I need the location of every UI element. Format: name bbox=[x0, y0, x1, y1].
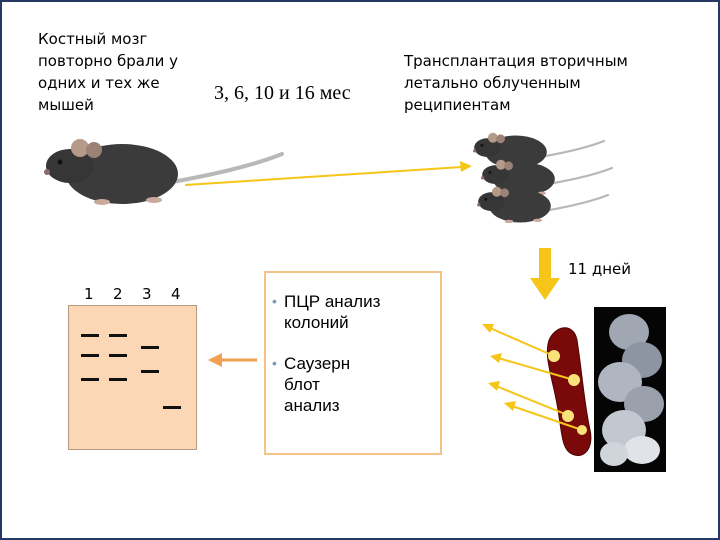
lane-label: 3 bbox=[142, 285, 152, 303]
colony-image-icon bbox=[594, 307, 666, 472]
method-line: ПЦР анализ bbox=[284, 292, 381, 311]
right-note-line: Трансплантация вторичным bbox=[404, 52, 628, 70]
method-line: Саузерн bbox=[284, 354, 351, 373]
gel-band bbox=[109, 334, 127, 337]
transfer-arrow bbox=[184, 161, 472, 186]
days-label: 11 дней bbox=[568, 260, 632, 278]
method-item: • Саузерн блот анализ bbox=[272, 353, 351, 416]
gel-panel bbox=[68, 305, 197, 450]
sample-arrows bbox=[482, 324, 587, 435]
result-arrow bbox=[208, 353, 257, 367]
left-note-line: мышей bbox=[38, 96, 94, 114]
lane-label: 1 bbox=[84, 285, 94, 303]
left-note: Костный мозг повторно брали у одних и те… bbox=[38, 28, 178, 116]
right-note: Трансплантация вторичным летально облуче… bbox=[404, 50, 628, 116]
bullet-icon: • bbox=[272, 293, 277, 309]
gel-band bbox=[109, 378, 127, 381]
down-arrow bbox=[530, 248, 560, 300]
right-note-line: реципиентам bbox=[404, 96, 511, 114]
left-note-line: повторно брали у bbox=[38, 52, 178, 70]
method-line: колоний bbox=[284, 313, 349, 332]
method-item: • ПЦР анализ колоний bbox=[272, 291, 381, 333]
left-note-line: одних и тех же bbox=[38, 74, 160, 92]
interval-label: 3, 6, 10 и 16 мес bbox=[214, 82, 351, 104]
right-note-line: летально облученным bbox=[404, 74, 581, 92]
left-note-line: Костный мозг bbox=[38, 30, 148, 48]
gel-band bbox=[141, 370, 159, 373]
gel-band bbox=[81, 354, 99, 357]
bullet-icon: • bbox=[272, 355, 277, 371]
lane-label: 2 bbox=[113, 285, 123, 303]
mouse-icon bbox=[42, 137, 284, 207]
method-line: анализ bbox=[284, 396, 340, 415]
gel-band bbox=[109, 354, 127, 357]
methods-box: • ПЦР анализ колоний • Саузерн блот анал… bbox=[264, 271, 442, 455]
lane-label: 4 bbox=[171, 285, 181, 303]
bone-icon bbox=[546, 327, 592, 456]
gel-band bbox=[141, 346, 159, 349]
gel-band bbox=[81, 378, 99, 381]
gel-band bbox=[81, 334, 99, 337]
method-line: блот bbox=[284, 375, 320, 394]
gel-band bbox=[163, 406, 181, 409]
mouse-icon bbox=[472, 131, 606, 171]
